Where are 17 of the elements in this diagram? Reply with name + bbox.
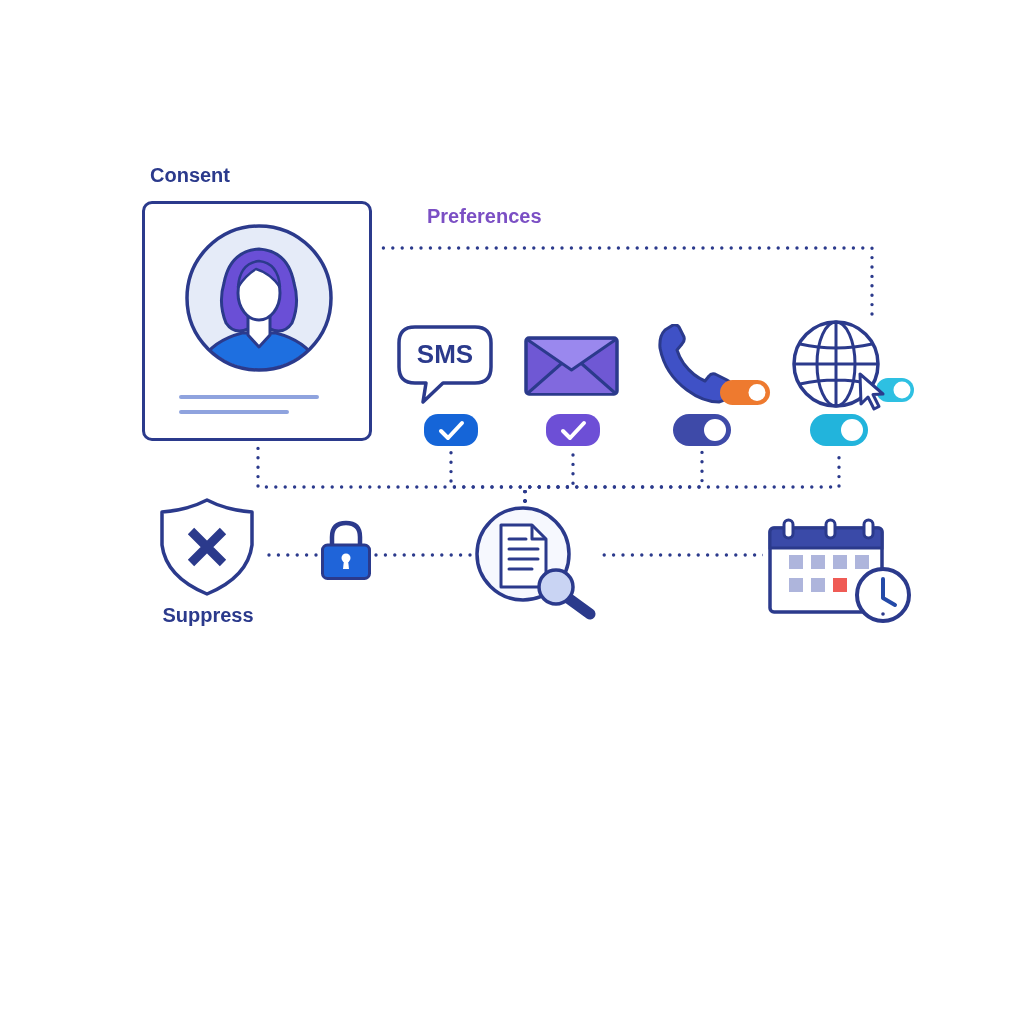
calendar-clock-icon xyxy=(768,518,914,624)
node-heading: Consent xyxy=(150,163,230,188)
envelope-icon xyxy=(524,336,619,396)
section-label: Preferences xyxy=(427,204,542,229)
globe-cursor-icon xyxy=(790,318,916,412)
phone-icon xyxy=(657,324,772,406)
checkmark-icon xyxy=(546,414,600,446)
bubble-text: SMS xyxy=(416,339,474,369)
padlock-icon xyxy=(320,519,372,581)
speech-bubble xyxy=(397,325,493,405)
toggle-switch-icon xyxy=(673,414,731,446)
dotted-connector xyxy=(600,553,766,557)
toggle-switch-icon xyxy=(810,414,868,446)
dotted-connector xyxy=(374,553,472,557)
checkmark-icon xyxy=(424,414,478,446)
node-label: Suppress xyxy=(162,603,254,627)
document-search-icon xyxy=(474,505,598,621)
